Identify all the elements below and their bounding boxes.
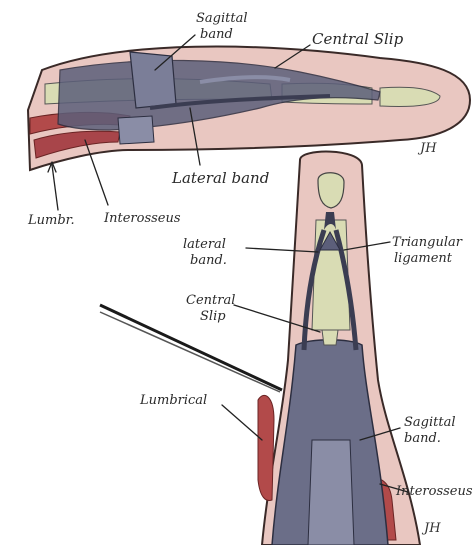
finger-dorsal-view [257, 150, 422, 545]
interosseus-hood-lateral [117, 115, 155, 145]
signature-bottom: JH [421, 521, 441, 536]
label-sagittal-band-top-line2: band [200, 27, 233, 42]
label-central-slip-top: Central Slip [312, 30, 404, 48]
label-lateral-band-bottom-line2: band. [190, 253, 227, 268]
label-sagittal-band-bottom-line2: band. [404, 431, 441, 446]
central-slip-dorsal [321, 329, 339, 346]
signature-top: JH [417, 141, 437, 156]
surgical-probe-inner [99, 311, 281, 393]
lateral-band-right-dorsal [333, 229, 359, 351]
label-interosseus-bottom: Interosseus [395, 484, 473, 499]
distal-phalanx-dorsal [317, 172, 345, 209]
label-lateral-band-bottom-line1: lateral [183, 237, 226, 252]
sagittal-band-lateral [129, 51, 177, 109]
interosseus-muscle-lateral [33, 130, 121, 159]
lateral-band-lateral [149, 94, 331, 110]
distal-phalanx-bone [379, 86, 441, 107]
label-lumbr-top: Lumbr. [27, 213, 75, 228]
surgical-probe [99, 303, 283, 392]
triangular-ligament-dorsal [319, 230, 341, 251]
label-central-slip-bottom-line2: Slip [200, 309, 226, 324]
label-central-slip-bottom-line1: Central [186, 293, 235, 308]
label-lateral-band-top: Lateral band [171, 169, 269, 187]
label-interosseus-top: Interosseus [103, 211, 181, 226]
label-sagittal-band-top-line1: Sagittal [196, 11, 248, 26]
label-lumbrical-bottom: Lumbrical [139, 393, 207, 408]
finger-lateral-view [26, 45, 472, 172]
central-slip-lateral [199, 75, 291, 84]
label-sagittal-band-bottom-line1: Sagittal [404, 415, 456, 430]
central-tendon-band-dorsal [307, 439, 355, 545]
label-triangular-ligament-bottom-line1: Triangular [392, 235, 463, 250]
terminal-tendon-dorsal [324, 212, 336, 230]
lateral-band-left-dorsal [301, 229, 327, 351]
label-triangular-ligament-bottom-line2: ligament [394, 251, 453, 266]
lumbrical-muscle-dorsal [257, 395, 275, 501]
